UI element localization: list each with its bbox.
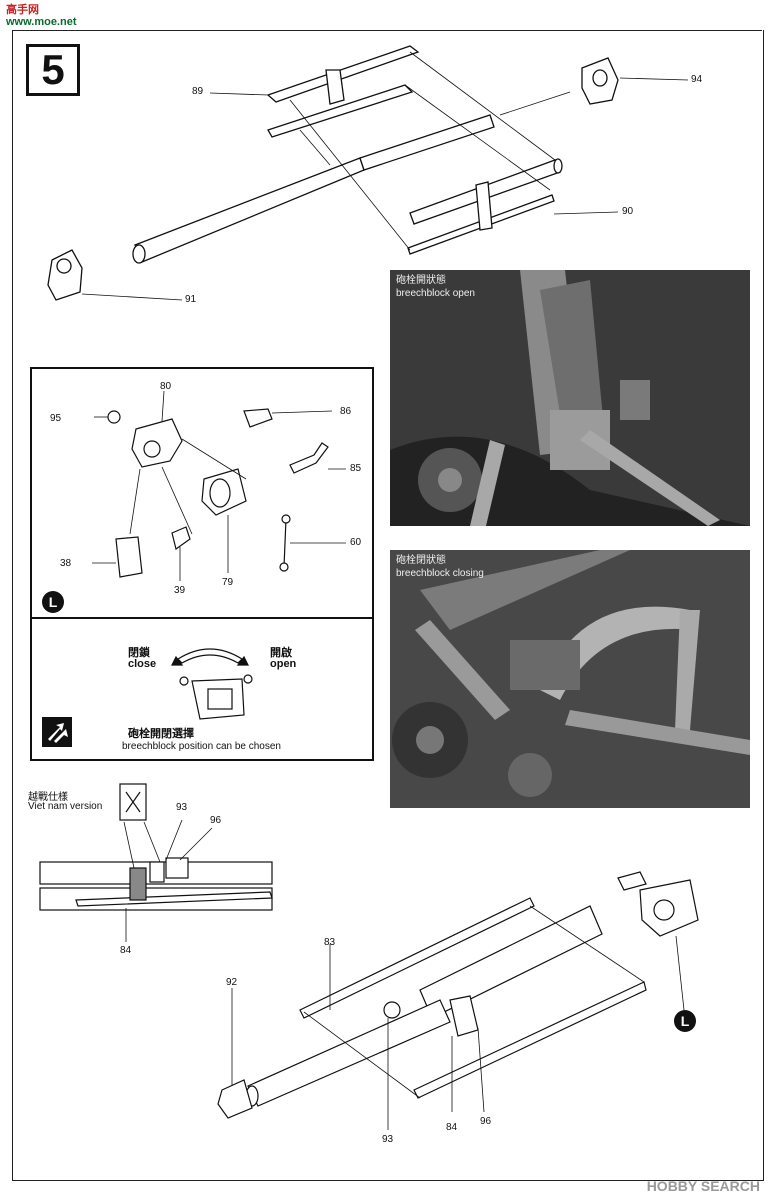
part-92-muzzle [217,1079,253,1119]
part-60 [283,518,287,568]
part-86 [243,408,273,428]
label-part-86: 86 [340,406,352,417]
part-38 [115,536,143,578]
label-part-38: 38 [60,558,72,569]
photo-top-caption-en: breechblock open [396,288,475,299]
vietnam-label-cn: 越戰仕樣 [28,792,68,803]
label-part-90: 90 [622,206,634,217]
inset-badge-L: L [42,591,64,613]
open-label-en: open [270,658,297,670]
label-part-79: 79 [222,577,234,588]
barrel-muzzle [132,244,146,264]
label-part-96-detail: 96 [210,815,222,826]
label-part-83: 83 [324,937,336,948]
photo-breechblock-closing: 砲栓閉狀態 breechblock closing [390,550,750,808]
option-swap-icon [42,717,72,747]
close-label-cn: 閉鎖 [128,646,150,659]
label-part-91: 91 [185,294,197,305]
step-number: 5 [26,44,80,96]
part-85 [289,442,329,474]
muzzle-part-91 [47,249,83,301]
site-logo: 高手网 www.moe.net [6,4,77,28]
label-part-89: 89 [192,86,204,97]
label-part-80: 80 [160,381,172,392]
swing-arrow-icon [177,648,243,664]
choice-label-en: breechblock position can be chosen [122,741,281,752]
label-part-84: 84 [446,1122,458,1133]
label-part-94: 94 [691,74,703,85]
label-part-92: 92 [226,977,238,988]
rail-89 [266,45,420,103]
photo-breechblock-open-art [390,270,750,526]
page-frame [12,30,764,1181]
photo-bottom-caption-en: breechblock closing [396,568,484,579]
close-label-en: close [128,658,157,670]
label-part-93-detail: 93 [176,802,188,813]
label-part-85: 85 [350,463,362,474]
top-assembly-drawing [47,45,689,301]
photo-breechblock-closing-art [390,550,750,808]
bottom-badge-L: L [674,1010,696,1032]
rail-84-detail [75,891,273,907]
part-95 [107,410,121,424]
recuperator-tube [419,905,603,1019]
photo-bottom-caption-cn: 砲栓閉狀態 [396,555,446,566]
bottom-assembly-drawing [217,871,699,1130]
label-part-84-detail: 84 [120,945,132,956]
photo-breechblock-open: 砲栓開狀態 breechblock open [390,270,750,526]
inset-divider [32,617,372,619]
inset-breechblock-panel: 80 95 86 85 60 38 39 79 L 閉鎖 close 開啟 op… [30,367,374,761]
label-part-95: 95 [50,413,62,424]
label-part-60: 60 [350,537,362,548]
vietnam-detail-drawing [39,783,273,942]
watermark: HOBBY SEARCH [646,1178,760,1194]
vietnam-label-en: Viet nam version [28,801,103,812]
open-label-cn: 開啟 [270,646,292,659]
inset-exploded-drawing [92,390,346,581]
top-rail-83 [299,897,535,1019]
barrel-tube [134,157,365,263]
option-swap-icon-glyph [48,723,68,743]
photo-top-caption-cn: 砲栓開狀態 [396,275,446,286]
label-part-96: 96 [480,1116,492,1127]
part-39 [171,526,191,551]
page-top-rule [12,30,762,31]
choice-label-cn: 砲栓開閉選擇 [128,727,194,740]
site-logo-title: 高手网 [6,4,39,16]
label-part-93: 93 [382,1134,394,1145]
open-close-diagram [171,648,253,720]
site-logo-url: www.moe.net [6,16,77,28]
label-part-39: 39 [174,585,186,596]
